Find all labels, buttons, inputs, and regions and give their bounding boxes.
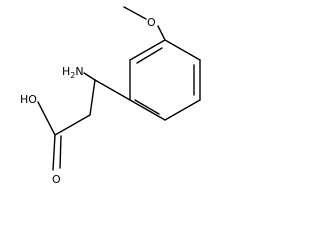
bond-carboxyl-o (52, 134, 56, 171)
amino-n-label: N (75, 65, 83, 78)
chemical-structure: O H2N HO O (20, 6, 201, 185)
methoxy-oxygen-label: O (147, 16, 156, 29)
bond-chiral-ch2 (89, 79, 96, 116)
bond-carboxyl-o-double (59, 135, 62, 169)
amino-group-label: H2N (62, 65, 84, 80)
bond-carboxyl-oh (37, 101, 56, 136)
carbonyl-oxygen-label: O (52, 173, 61, 185)
amino-subscript-label: 2 (70, 71, 75, 80)
bond-ring-6 (129, 39, 166, 61)
amino-h-label: H (62, 65, 70, 78)
bond-methyl-o (123, 6, 147, 20)
bond-ring-3 (164, 99, 201, 121)
hydroxyl-label: HO (20, 93, 37, 106)
bond-ring-1 (164, 39, 201, 61)
bond-ring-chiral (94, 79, 131, 101)
bond-ring-double-b (134, 99, 160, 115)
bond-ring-4 (129, 99, 166, 121)
bond-o-ring (157, 25, 166, 41)
bond-ring-double-c (136, 47, 163, 64)
bond-ch2-carboxyl (54, 114, 91, 136)
bond-chiral-nh2 (83, 72, 96, 81)
